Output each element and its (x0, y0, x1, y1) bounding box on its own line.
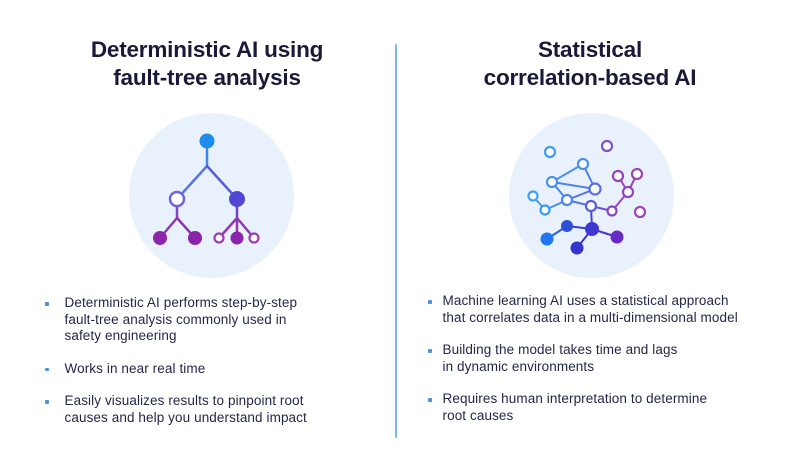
left-bullet-list: Deterministic AI performs step-by-step f… (42, 295, 382, 442)
network-hub-node (585, 222, 599, 236)
tree-leaf-open-node (248, 232, 260, 244)
bullet-dot-icon (45, 400, 49, 404)
bullet-item: Deterministic AI performs step-by-step f… (42, 295, 382, 345)
bullet-dot-icon (45, 367, 49, 371)
bullet-item: Works in near real time (42, 361, 382, 378)
bullet-dot-icon (45, 302, 49, 306)
tree-open-node (168, 190, 186, 208)
tree-nodes (153, 133, 260, 245)
tree-indigo-node (229, 191, 245, 207)
tree-edges (158, 141, 256, 240)
network-filled-node (570, 241, 584, 255)
network-filled-node (561, 220, 573, 232)
network-open-node (584, 199, 598, 213)
bullet-text: Requires human interpretation to determi… (442, 391, 708, 423)
network-open-node (576, 157, 590, 171)
right-panel-title: Statistical correlation-based AI (483, 37, 697, 90)
network-nodes (527, 139, 647, 255)
bullet-item: Easily visualizes results to pinpoint ro… (42, 393, 382, 426)
network-filled-node (540, 232, 554, 246)
network-open-node (539, 204, 551, 216)
tree-root-node (199, 133, 215, 149)
left-panel-title: Deterministic AI using fault-tree analys… (90, 37, 324, 90)
network-open-node (543, 145, 557, 159)
correlation-network-diagram (527, 139, 647, 255)
network-open-node (611, 169, 625, 183)
bullet-dot-icon (428, 349, 432, 353)
bullet-text: Building the model takes time and lags i… (442, 342, 678, 374)
tree-leaf-node (153, 231, 167, 245)
bullet-dot-icon (428, 398, 432, 402)
divider-line (395, 44, 397, 438)
bullet-dot-icon (428, 300, 432, 304)
bullet-item: Building the model takes time and lags i… (425, 342, 775, 375)
network-open-node (606, 205, 618, 217)
bullet-text: Deterministic AI performs step-by-step f… (64, 295, 298, 343)
network-open-node (560, 193, 574, 207)
bullet-text: Easily visualizes results to pinpoint ro… (64, 393, 307, 425)
bullet-item: Requires human interpretation to determi… (425, 391, 775, 424)
tree-leaf-open-node (213, 232, 225, 244)
network-open-node (600, 139, 614, 153)
bullet-text: Works in near real time (64, 360, 206, 376)
bullet-item: Machine learning AI uses a statistical a… (425, 293, 775, 326)
network-open-node (621, 185, 635, 199)
fault-tree-diagram (153, 133, 260, 245)
network-open-node (545, 175, 559, 189)
network-open-node (630, 167, 644, 181)
bullet-text: Machine learning AI uses a statistical a… (442, 293, 738, 325)
tree-leaf-node (230, 231, 244, 245)
network-filled-node (610, 230, 624, 244)
network-open-node (588, 182, 602, 196)
network-open-node (633, 205, 647, 219)
network-open-node (527, 190, 539, 202)
tree-leaf-node (188, 231, 202, 245)
right-bullet-list: Machine learning AI uses a statistical a… (425, 293, 775, 440)
